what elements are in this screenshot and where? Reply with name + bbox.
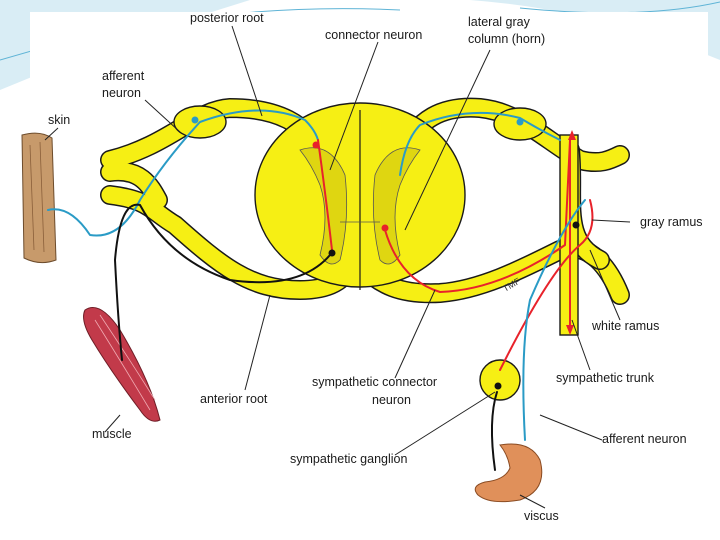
sympathetic-connector-neuron-path [384, 139, 571, 331]
ganglion-cell-body [494, 382, 502, 390]
postganglionic-path [490, 391, 498, 471]
label-muscle: muscle [92, 427, 132, 441]
preganglionic-path [499, 199, 594, 371]
label-afferent-neuron-top-line2: neuron [102, 86, 141, 100]
sympathetic-ganglion-shape [479, 359, 521, 401]
afferent-neuron-path-right [399, 111, 561, 176]
label-sympathetic-connector-neuron-line1: sympathetic connector [312, 375, 437, 389]
afferent-cell-body-left [191, 116, 199, 124]
connector-cell-body [312, 141, 320, 149]
trunk-cell-body [572, 221, 580, 229]
label-white-ramus: white ramus [591, 319, 659, 333]
spinal-cord [254, 102, 466, 290]
skin [21, 132, 57, 264]
connector-neuron-path [317, 139, 333, 251]
label-posterior-root: posterior root [190, 11, 264, 25]
label-lateral-gray-column-line1: lateral gray [468, 15, 531, 29]
label-skin: skin [48, 113, 70, 127]
label-lateral-gray-column-line2: column (horn) [468, 32, 545, 46]
muscle-shape [83, 307, 161, 422]
visceral-afferent-path [522, 199, 586, 441]
label-afferent-neuron-bottom: afferent neuron [602, 432, 687, 446]
label-sympathetic-trunk: sympathetic trunk [556, 371, 655, 385]
label-gray-ramus: gray ramus [640, 215, 703, 229]
motor-neuron-path [114, 203, 331, 361]
label-afferent-neuron-top-line1: afferent [102, 69, 145, 83]
label-anterior-root: anterior root [200, 392, 268, 406]
gray-matter-left [299, 147, 348, 265]
label-connector-neuron: connector neuron [325, 28, 422, 42]
label-sympathetic-ganglion: sympathetic ganglion [290, 452, 407, 466]
sympathetic-connector-cell-body [381, 224, 389, 232]
afferent-cell-body-right [516, 118, 524, 126]
afferent-neuron-path-left [47, 109, 319, 237]
gray-matter-right [372, 147, 421, 265]
leader-lines [44, 25, 631, 509]
label-sympathetic-connector-neuron-line2: neuron [372, 393, 411, 407]
label-viscus: viscus [524, 509, 559, 523]
viscus-shape [474, 443, 543, 503]
motor-cell-body [328, 249, 336, 257]
